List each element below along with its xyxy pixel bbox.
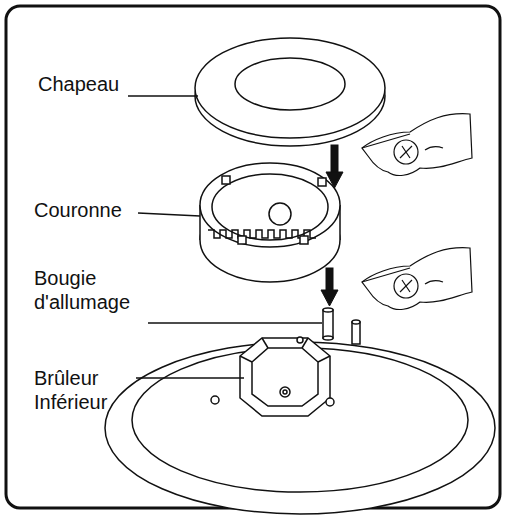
base-burner [105,337,495,514]
burner-cap [195,38,385,146]
part-label: Brûleur Inférieur [34,366,134,414]
frame-border [6,6,500,508]
part-label: Bougie d'allumage [34,266,146,314]
hand-icon [362,248,472,310]
burner-crown [200,163,340,282]
part-label: Couronne [34,198,122,222]
assembly-arrows [321,145,343,306]
leader-line [128,96,322,378]
hand-icon [362,114,472,176]
part-label: Chapeau [38,72,119,96]
spark-plug [323,308,360,344]
